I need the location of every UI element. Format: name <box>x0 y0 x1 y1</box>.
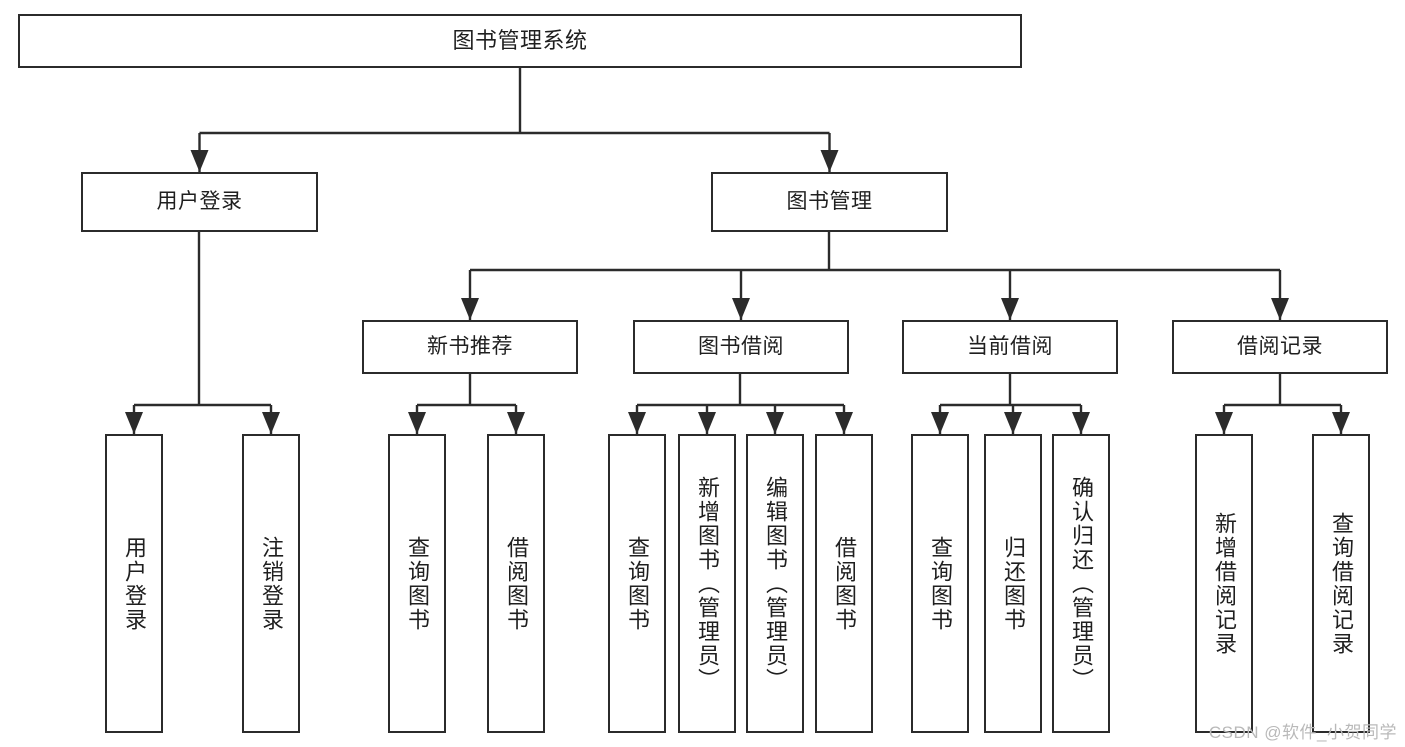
arrow-head-5-2 <box>1072 412 1090 434</box>
watermark-label: CSDN @软件_小贺同学 <box>1208 723 1397 742</box>
node-label-leaf-borrow-book-1: 借阅图书 <box>503 535 529 632</box>
node-leaf-query-book-1[interactable]: 查询图书 <box>388 434 446 733</box>
node-leaf-query-borrow-record[interactable]: 查询借阅记录 <box>1312 434 1370 733</box>
arrow-head-0-1 <box>820 150 839 172</box>
node-label-leaf-logout-login: 注销登录 <box>258 535 284 632</box>
node-label-book-borrow: 图书借阅 <box>698 335 784 359</box>
arrow-head-4-2 <box>766 412 784 434</box>
arrow-head-0-0 <box>190 150 209 172</box>
node-label-user-login: 用户登录 <box>156 190 243 214</box>
node-label-new-book-rec: 新书推荐 <box>427 335 513 359</box>
node-leaf-add-book-admin[interactable]: 新增图书（管理员） <box>678 434 736 733</box>
node-leaf-query-book-2[interactable]: 查询图书 <box>608 434 666 733</box>
arrow-head-2-0 <box>125 412 143 434</box>
node-label-leaf-query-book-2: 查询图书 <box>624 535 650 632</box>
node-label-leaf-return-book: 归还图书 <box>1000 535 1026 632</box>
arrow-head-4-0 <box>628 412 646 434</box>
node-leaf-user-login[interactable]: 用户登录 <box>105 434 163 733</box>
node-leaf-borrow-book-1[interactable]: 借阅图书 <box>487 434 545 733</box>
arrow-head-3-1 <box>507 412 525 434</box>
arrow-head-5-1 <box>1004 412 1022 434</box>
node-leaf-return-book[interactable]: 归还图书 <box>984 434 1042 733</box>
node-label-leaf-edit-book-admin: 编辑图书（管理员） <box>762 475 788 692</box>
arrow-head-6-1 <box>1332 412 1350 434</box>
node-label-leaf-query-book-3: 查询图书 <box>927 535 953 632</box>
node-user-login[interactable]: 用户登录 <box>81 172 318 232</box>
node-root[interactable]: 图书管理系统 <box>18 14 1022 68</box>
node-label-leaf-user-login: 用户登录 <box>121 535 147 632</box>
node-new-book-rec[interactable]: 新书推荐 <box>362 320 578 374</box>
node-book-manage[interactable]: 图书管理 <box>711 172 948 232</box>
node-label-leaf-query-borrow-record: 查询借阅记录 <box>1328 511 1354 656</box>
node-label-current-borrow: 当前借阅 <box>967 335 1053 359</box>
node-label-book-manage: 图书管理 <box>786 190 873 214</box>
node-label-leaf-query-book-1: 查询图书 <box>404 535 430 632</box>
arrow-head-1-3 <box>1271 298 1289 320</box>
arrow-head-5-0 <box>931 412 949 434</box>
node-leaf-add-borrow-record[interactable]: 新增借阅记录 <box>1195 434 1253 733</box>
node-label-borrow-record: 借阅记录 <box>1237 335 1323 359</box>
arrow-head-4-1 <box>698 412 716 434</box>
arrow-head-4-3 <box>835 412 853 434</box>
node-label-leaf-add-borrow-record: 新增借阅记录 <box>1211 511 1237 656</box>
arrow-head-1-1 <box>732 298 750 320</box>
node-leaf-borrow-book-2[interactable]: 借阅图书 <box>815 434 873 733</box>
node-label-leaf-confirm-return-admin: 确认归还（管理员） <box>1068 475 1094 692</box>
node-book-borrow[interactable]: 图书借阅 <box>633 320 849 374</box>
node-leaf-query-book-3[interactable]: 查询图书 <box>911 434 969 733</box>
node-leaf-logout-login[interactable]: 注销登录 <box>242 434 300 733</box>
arrow-head-1-2 <box>1001 298 1019 320</box>
node-label-leaf-add-book-admin: 新增图书（管理员） <box>694 475 720 692</box>
node-label-root: 图书管理系统 <box>452 27 588 53</box>
node-borrow-record[interactable]: 借阅记录 <box>1172 320 1388 374</box>
node-leaf-confirm-return-admin[interactable]: 确认归还（管理员） <box>1052 434 1110 733</box>
arrow-head-6-0 <box>1215 412 1233 434</box>
node-leaf-edit-book-admin[interactable]: 编辑图书（管理员） <box>746 434 804 733</box>
arrow-head-3-0 <box>408 412 426 434</box>
node-current-borrow[interactable]: 当前借阅 <box>902 320 1118 374</box>
node-label-leaf-borrow-book-2: 借阅图书 <box>831 535 857 632</box>
arrow-head-1-0 <box>461 298 479 320</box>
arrow-head-2-1 <box>262 412 280 434</box>
